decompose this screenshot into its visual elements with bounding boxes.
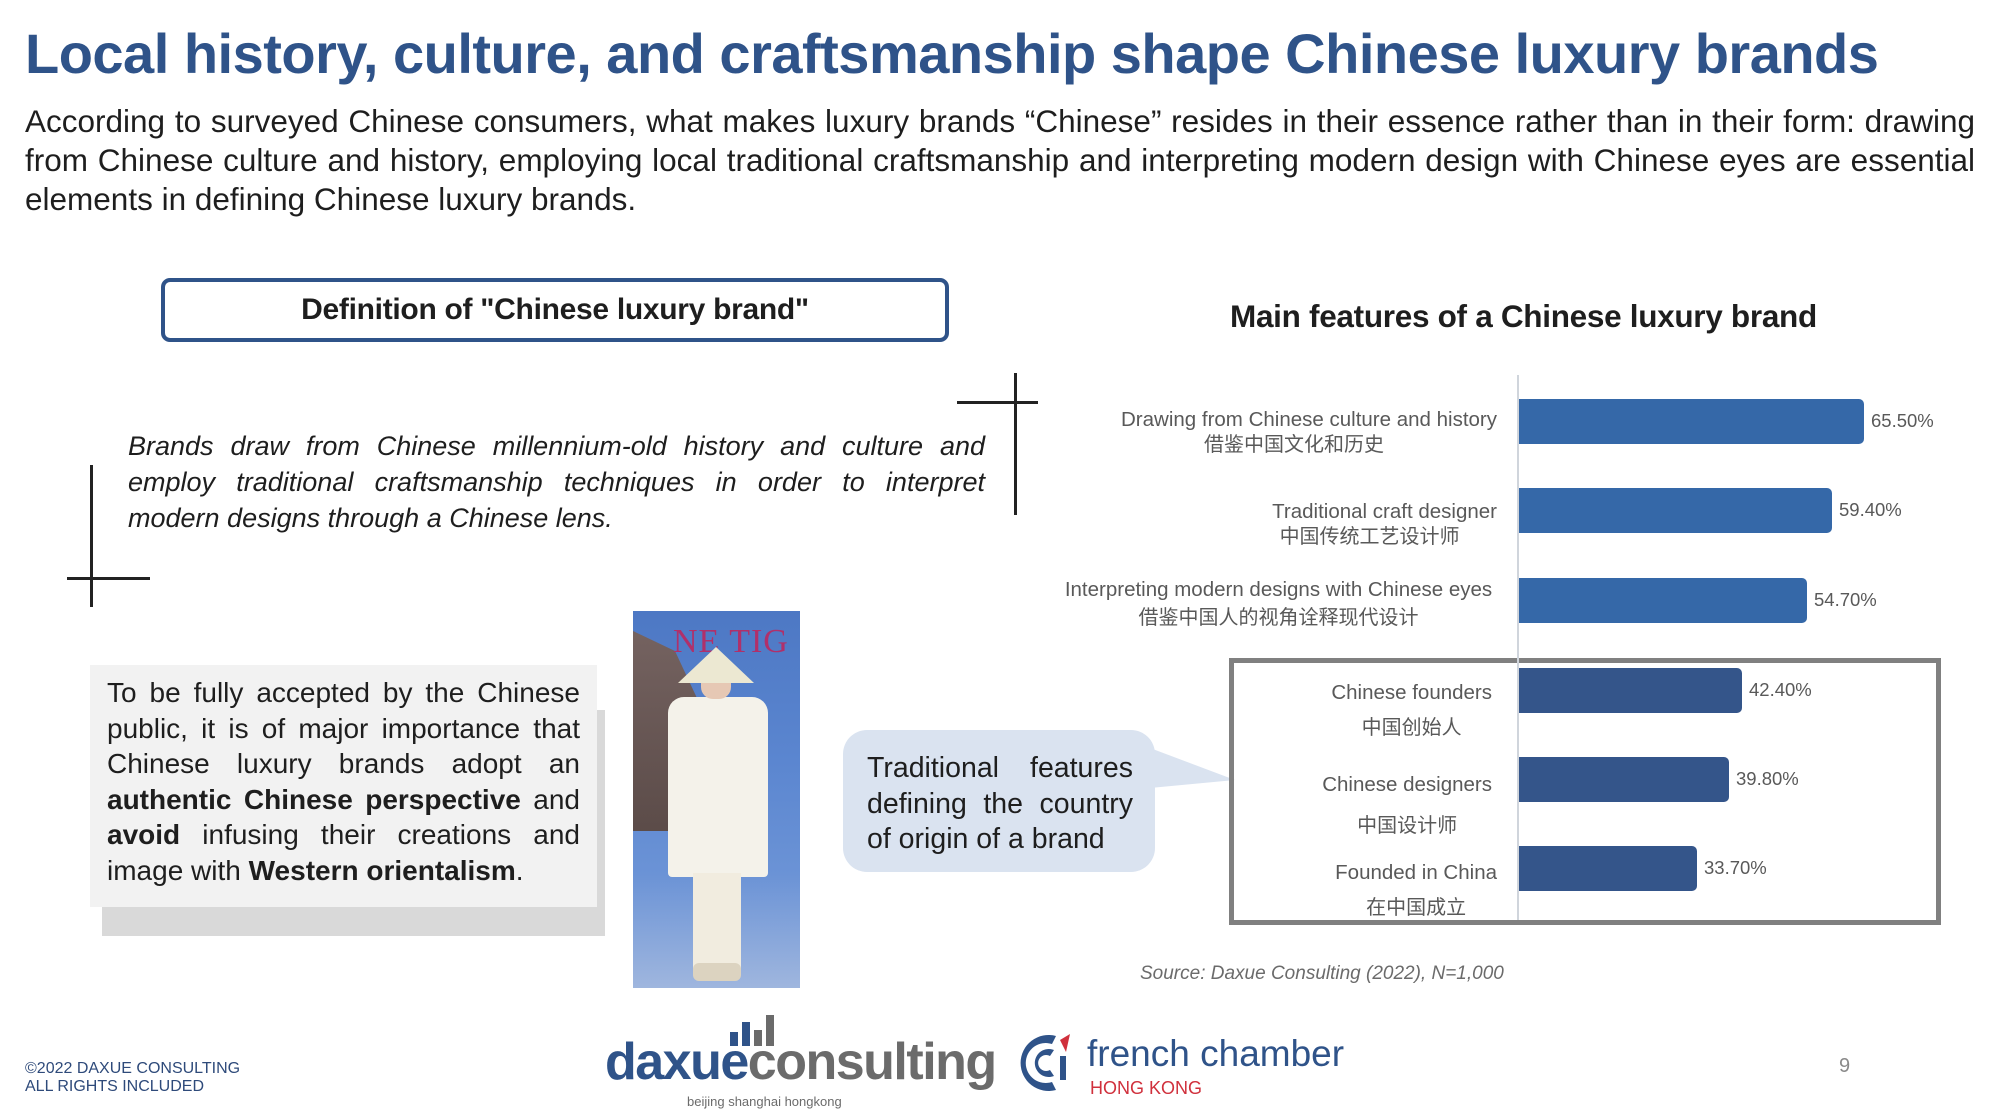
category-label-zh: 借鉴中国文化和历史 [1204,432,1384,456]
chart-axis-line [1517,375,1519,920]
callout-text-part: infusing their creations and image with [107,819,580,886]
category-label-en: Chinese designers [1322,773,1492,796]
callout-emphasis: authentic Chinese perspective [107,783,521,815]
callout-text-part: and [520,783,580,815]
runway-model-photo: NE TIG [633,611,800,988]
photo-trousers [693,873,741,973]
category-label: Chinese founders 中国创始人 [1331,676,1497,744]
bar-value-label: 59.40% [1839,499,1902,520]
page-subtitle: According to surveyed Chinese consumers,… [25,103,1975,217]
category-label-en: Interpreting modern designs with Chinese… [1064,578,1493,601]
logo-bar-icon [730,1032,738,1046]
category-label-zh: 中国传统工艺设计师 [1279,524,1460,548]
logo-tagline: beijing shanghai hongkong [687,1094,842,1109]
logo-bar-icon [766,1015,774,1046]
bar-value-label: 54.70% [1814,589,1877,610]
chart-bar [1519,757,1729,802]
chart-bar [1519,578,1807,623]
copyright: ©2022 DAXUE CONSULTING ALL RIGHTS INCLUD… [25,1060,240,1096]
page-number: 9 [1839,1055,1851,1077]
category-label-zh: 中国设计师 [1357,813,1458,837]
crosshair-right-horizontal [957,401,1038,404]
definition-heading: Definition of "Chinese luxury brand" [301,293,809,326]
speech-bubble: Traditional features defining the countr… [843,730,1155,872]
chart-bar [1519,846,1697,891]
copyright-line: ©2022 DAXUE CONSULTING [25,1060,241,1077]
chart-bar [1519,668,1742,713]
crosshair-left-vertical [90,465,93,607]
speech-bubble-text: Traditional features defining the countr… [867,752,1133,855]
logo-wordmark: daxueconsulting [605,1032,997,1092]
category-label-zh: 中国创始人 [1361,715,1462,739]
chart-category-labels: Drawing from Chinese culture and history… [1060,0,1497,1118]
category-label-en: Founded in China [1335,861,1497,884]
definition-heading-box: Definition of "Chinese luxury brand" [161,278,949,342]
photo-shoes [693,963,741,981]
category-label-en: Drawing from Chinese culture and history [1121,408,1497,431]
partner-subtitle: HONG KONG [1090,1078,1203,1098]
bar-value-label: 42.40% [1749,679,1812,700]
callout-emphasis: avoid [107,819,181,850]
category-label: Founded in China 在中国成立 [1335,856,1497,924]
category-label: Chinese designers 中国设计师 [1322,765,1497,845]
callout-emphasis: Western orientalism [248,854,516,886]
category-label-zh: 在中国成立 [1366,895,1467,919]
chart-highlight-box [1229,658,1941,925]
category-label-en: Traditional craft designer [1272,500,1497,523]
chart-source: Source: Daxue Consulting (2022), N=1,000 [1140,963,1504,984]
definition-text: Brands draw from Chinese millennium-old … [128,431,985,533]
category-label-en: Chinese founders [1331,681,1492,704]
cci-chamber-logo-icon [1020,1034,1070,1091]
category-label-zh: 借鉴中国人的视角诠释现代设计 [1138,605,1419,629]
callout-box: To be fully accepted by the Chinese publ… [90,665,597,907]
category-label: Interpreting modern designs with Chinese… [1060,578,1497,629]
callout-text-part: . [515,854,524,886]
bar-value-label: 65.50% [1871,410,1934,431]
crosshair-right-vertical [1014,373,1017,515]
page-title: Local history, culture, and craftsmanshi… [25,22,1879,85]
crosshair-left-horizontal [67,577,150,580]
category-label: Drawing from Chinese culture and history… [1121,408,1497,456]
chart-bar [1519,399,1864,444]
logo-word-daxue: daxue [605,1033,749,1091]
partner-name: french chamber [1087,1033,1345,1074]
daxue-consulting-logo: daxueconsulting beijing shanghai hongkon… [605,1012,997,1109]
bar-value-label: 33.70% [1704,857,1767,878]
photo-conical-hat [678,647,754,683]
logo-bar-icon [742,1022,750,1046]
bar-value-label: 39.80% [1736,768,1799,789]
photo-white-coat [668,697,768,877]
callout-text: To be fully accepted by the Chinese publ… [107,675,580,888]
category-label: Traditional craft designer 中国传统工艺设计师 [1272,500,1497,548]
chart-bar [1519,488,1832,533]
copyright-line: ALL RIGHTS INCLUDED [25,1078,204,1095]
callout-text-part: To be fully accepted by the Chinese publ… [107,677,580,779]
chart-title: Main features of a Chinese luxury brand [1230,298,1817,334]
logo-bar-icon [754,1030,762,1046]
logo-word-consulting: consulting [747,1033,997,1091]
